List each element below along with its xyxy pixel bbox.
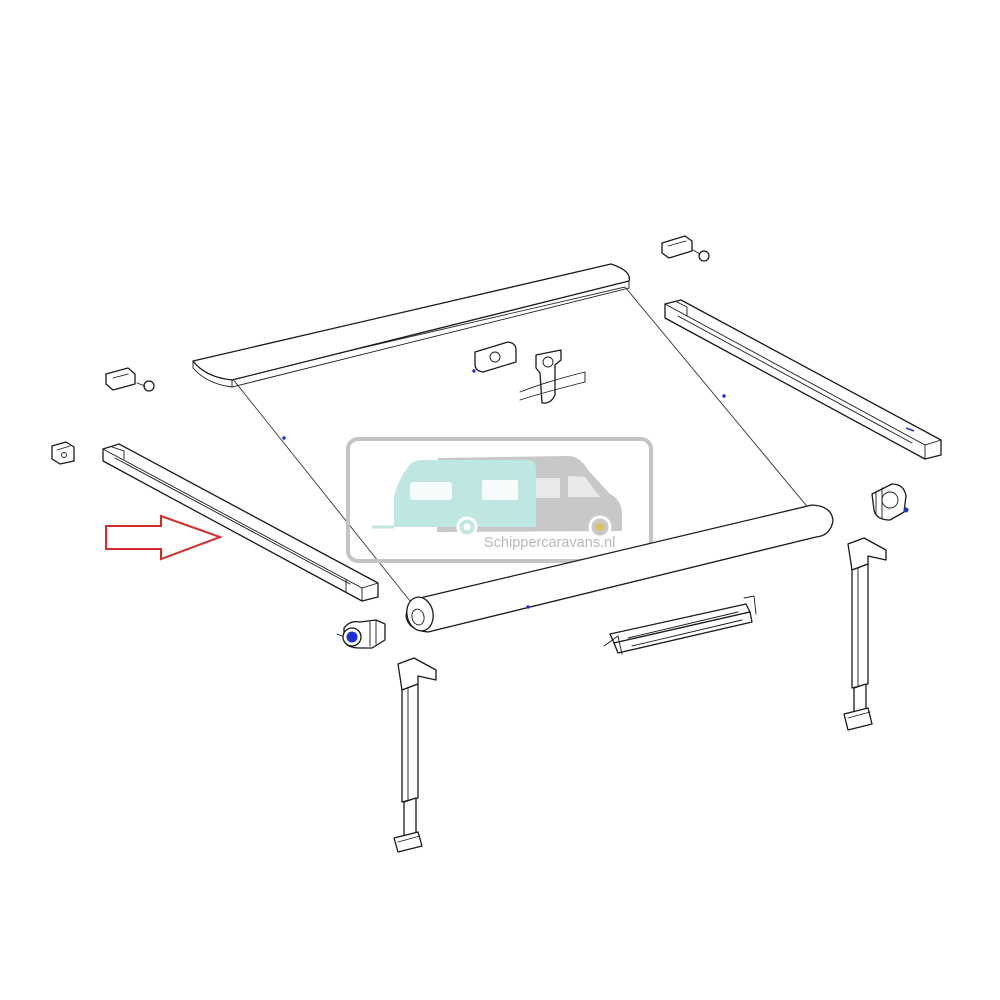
back-left-end-cap: [105, 367, 155, 392]
watermark-text: Schippercaravans.nl: [484, 535, 615, 551]
left-arm: [102, 443, 379, 602]
left-support-leg: [393, 657, 437, 853]
front-left-cap-small: [51, 441, 75, 465]
back-right-end-cap: [661, 235, 710, 262]
front-right-end-cap: [871, 483, 909, 521]
watermark-logo: Schippercaravans.nl: [346, 437, 653, 563]
right-arm: [664, 299, 942, 460]
awning-top-cover: [192, 263, 631, 388]
right-support-leg: [843, 537, 887, 731]
arrow-right-outline-icon: [105, 514, 223, 561]
front-left-end-cap: [336, 619, 386, 649]
center-bracket: [474, 341, 586, 404]
caravan-icon: [394, 460, 536, 527]
watermark-frame: [346, 437, 653, 563]
roller-tube: [405, 504, 834, 633]
tension-bar: [603, 595, 757, 655]
